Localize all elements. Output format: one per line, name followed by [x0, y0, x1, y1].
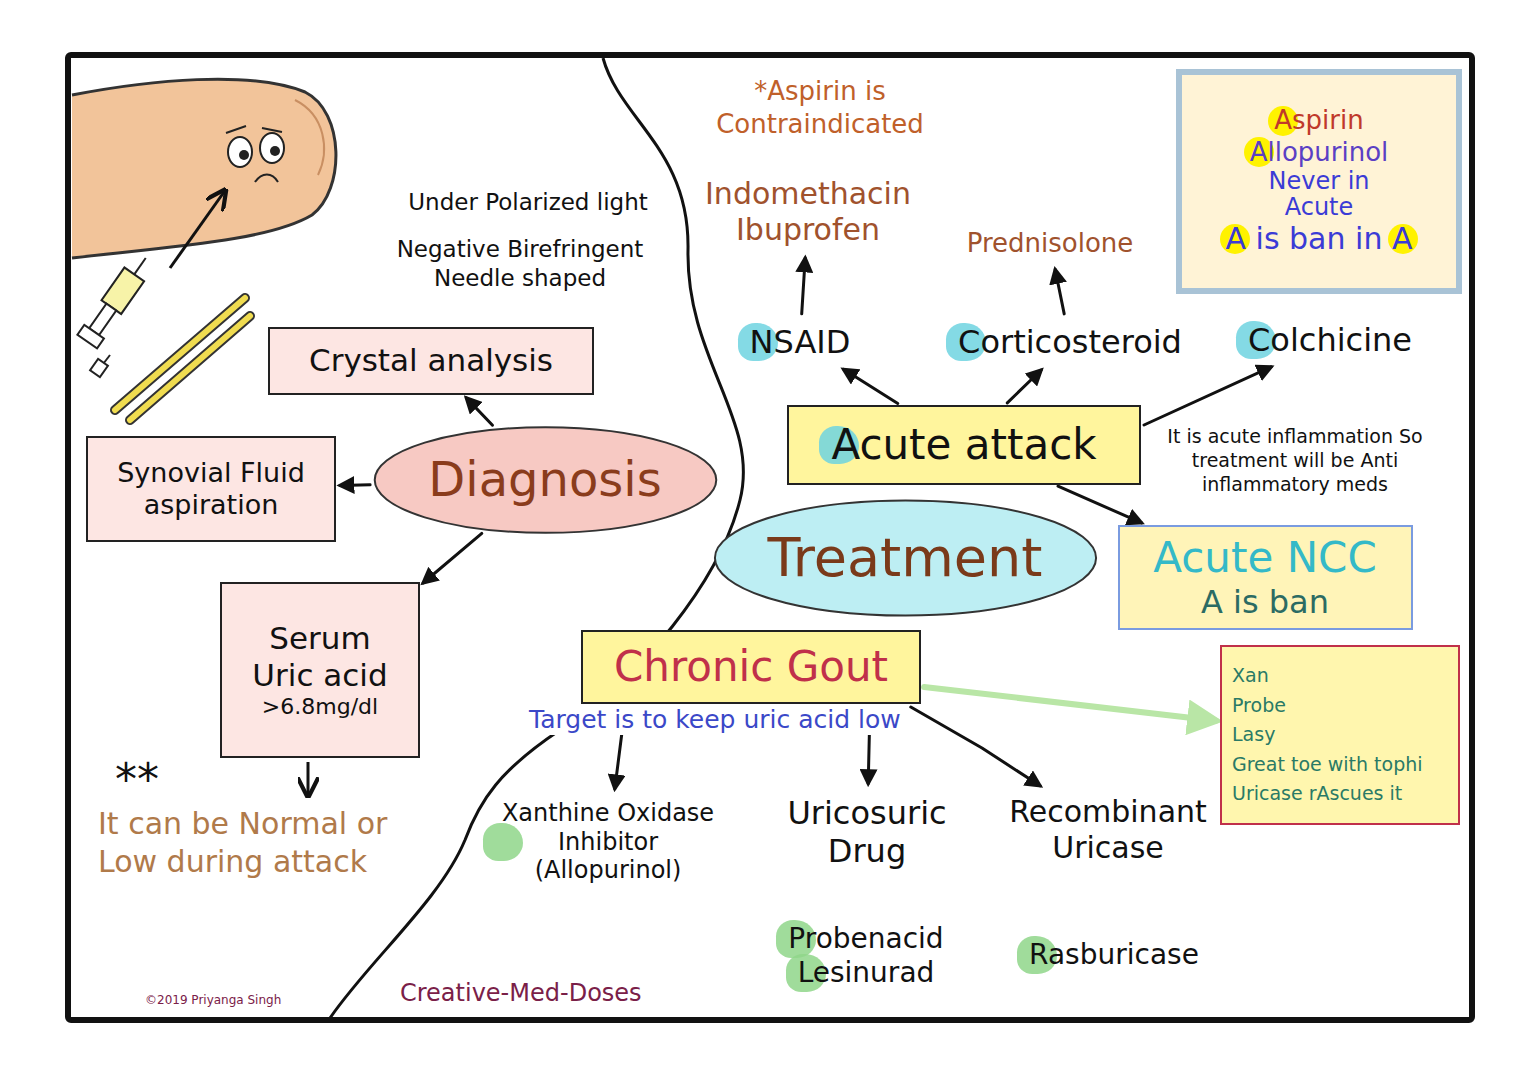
node-text: Probe	[1232, 691, 1286, 720]
frame	[68, 55, 1472, 1020]
node-text: A is ban in A	[1226, 221, 1413, 257]
drug-class: Xanthine Oxidase Inhibitor (Allopurinol)	[483, 793, 733, 891]
chronic-gout-box: Chronic Gout	[581, 630, 921, 704]
node-text: Chronic Gout	[614, 642, 888, 692]
node-text: Great toe with tophi	[1232, 750, 1423, 779]
process-box: Synovial Fluid aspiration	[86, 436, 336, 542]
drug-class: Colchicine	[1236, 315, 1424, 365]
drug-name: IndomethacinIbuprofen	[693, 170, 923, 254]
drug-class: Uricosuric Drug	[752, 788, 982, 877]
node-text: Indomethacin	[705, 176, 911, 212]
divider-line	[330, 58, 743, 1018]
ellipse-shape	[714, 500, 1095, 615]
ellipse-shape	[374, 427, 716, 533]
drug-name: Rasburicase	[1017, 932, 1211, 978]
connector-arrow	[1058, 486, 1142, 523]
mnemonic-box: AspirinAllopurinolNever in AcuteA is ban…	[1176, 69, 1462, 294]
node-text: Crystal analysis	[309, 342, 553, 379]
node-text: Recombinant Uricase	[1009, 794, 1207, 866]
node-text: Diagnosis	[428, 451, 661, 509]
mnemonic-box: Acute NCCA is ban	[1118, 525, 1413, 630]
drug-class: Recombinant Uricase	[1001, 788, 1216, 872]
node-text: Never in Acute	[1264, 168, 1374, 221]
note-label: It is acute inflammation So treatment wi…	[1150, 425, 1440, 496]
drug-name: ProbenacidLesinurad	[776, 916, 955, 995]
drug-class: Corticosteroid	[946, 317, 1194, 367]
node-text: Treatment	[768, 526, 1043, 591]
node-text: Rasburicase	[1029, 938, 1199, 972]
diagnosis-ellipse: Diagnosis	[373, 425, 718, 535]
node-text: Uricosuric Drug	[764, 794, 970, 871]
node-text: Xanthine Oxidase Inhibitor (Allopurinol)	[495, 799, 721, 885]
note-label: Creative-Med-Doses	[400, 978, 642, 1008]
process-box: Crystal analysis	[268, 327, 594, 395]
connector-arrow	[802, 258, 806, 314]
connector-arrow	[1055, 270, 1064, 314]
note-label: *Aspirin is Contraindicated	[700, 75, 940, 140]
connector-arrow	[466, 398, 492, 425]
connector-arrow	[1144, 367, 1271, 425]
node-text: Allopurinol	[1250, 137, 1389, 168]
process-box: Serum Uric acid>6.8mg/dl	[220, 582, 420, 758]
note-label: It can be Normal or Low during attack	[98, 805, 448, 880]
drug-name: Prednisolone	[955, 222, 1146, 265]
node-text: Acute NCC	[1153, 533, 1376, 583]
node-text: Prednisolone	[967, 228, 1134, 259]
node-text: Aspirin	[1274, 105, 1363, 136]
mnemonic-box: XanProbeLasyGreat toe with tophiUricase …	[1220, 645, 1460, 825]
note-label: Under Polarized light	[378, 188, 678, 217]
note-label: Target is to keep uric acid low	[525, 704, 905, 735]
connector-arrow	[844, 369, 898, 403]
node-text: Probenacid	[788, 922, 943, 956]
node-text: NSAID	[750, 323, 851, 361]
note-arrow	[307, 762, 310, 794]
node-text: Synovial Fluid aspiration	[100, 457, 322, 522]
note-label: **	[115, 752, 159, 807]
node-text: Xan	[1232, 661, 1269, 690]
acute-attack-box: Acute attack	[787, 405, 1141, 485]
node-text: Lasy	[1232, 720, 1275, 749]
swab-sticks	[115, 298, 250, 420]
treatment-ellipse: Treatment	[713, 498, 1098, 618]
connector-arrow	[924, 687, 1216, 721]
syringe	[77, 192, 224, 377]
finger-drawing	[72, 79, 336, 258]
node-text: Colchicine	[1248, 321, 1412, 359]
note-label: Negative Birefringent Needle shaped	[360, 235, 680, 293]
node-text: Ibuprofen	[736, 212, 880, 248]
node-text: Corticosteroid	[958, 323, 1182, 361]
node-text: Serum Uric acid	[234, 620, 406, 694]
node-text: >6.8mg/dl	[262, 694, 378, 720]
drug-class: NSAID	[738, 317, 863, 367]
connector-arrow	[340, 483, 370, 487]
node-text: A is ban	[1201, 583, 1329, 621]
connector-arrow	[423, 533, 482, 583]
node-text: Acute attack	[831, 420, 1096, 470]
node-text: Lesinurad	[798, 956, 935, 990]
connector-arrow	[1007, 370, 1041, 403]
connector-arrow	[911, 707, 1040, 786]
note-label: ©2019 Priyanga Singh	[145, 993, 281, 1008]
node-text: Uricase rAscues it	[1232, 779, 1402, 808]
